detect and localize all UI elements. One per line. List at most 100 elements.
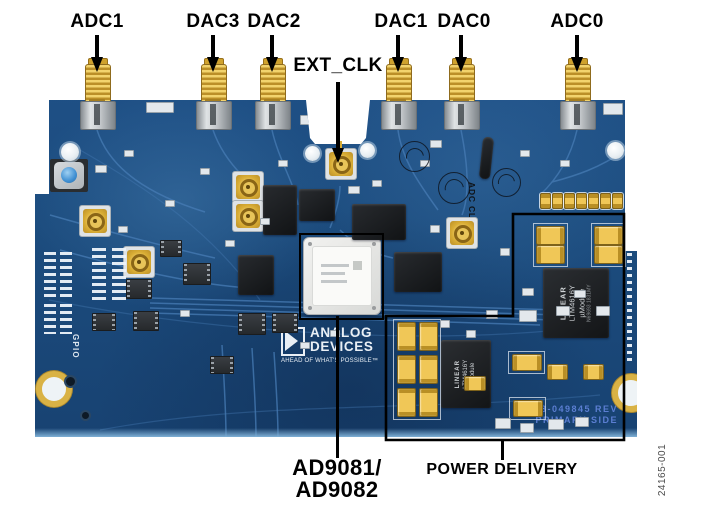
chip-label-line2: AD9082	[295, 477, 379, 502]
chip-logo-mark	[353, 261, 362, 270]
mounting-hole	[305, 146, 320, 161]
chip-label-line1: AD9081/	[292, 455, 382, 480]
ext-clk-pin	[338, 141, 342, 150]
smd-component	[300, 342, 310, 349]
smd-component	[146, 102, 174, 113]
chip-callout-line	[335, 316, 339, 458]
smd-component	[180, 310, 190, 317]
ic-chip	[183, 263, 211, 285]
mmcx-connector	[124, 247, 154, 277]
capacitor	[588, 193, 599, 209]
ic-chip	[92, 313, 116, 331]
stamp-mark	[399, 141, 430, 172]
gold-mounting-hole	[36, 371, 72, 407]
chip-marking	[321, 280, 347, 283]
callout-arrow-head	[454, 57, 467, 72]
smd-component	[520, 150, 530, 157]
ic-chip	[210, 356, 234, 374]
pad-array	[60, 252, 72, 300]
capacitor	[600, 193, 611, 209]
callout-arrow-head	[90, 57, 103, 72]
chip-callout-box	[299, 233, 384, 320]
stamp-mark	[492, 168, 521, 197]
callout-arrow-head	[391, 57, 404, 72]
pad-array	[92, 248, 106, 302]
chip-corner-dot	[372, 306, 376, 310]
chip-marking	[321, 272, 345, 275]
smd-component	[372, 180, 382, 187]
chip-corner-dot	[308, 306, 312, 310]
capacitor	[540, 193, 551, 209]
ic-chip	[160, 240, 182, 257]
smd-component	[330, 330, 340, 337]
callout-label-dac3: DAC3	[186, 11, 240, 32]
mmcx-connector	[233, 201, 263, 231]
adi-logo: ANALOG DEVICES AHEAD OF WHAT'S POSSIBLE™	[281, 325, 379, 368]
callout-label-ext-clk: EXT_CLK	[293, 55, 383, 76]
smd-component	[278, 160, 288, 167]
adi-tagline: AHEAD OF WHAT'S POSSIBLE™	[281, 358, 379, 364]
mmcx-connector	[80, 206, 110, 236]
figure-number: 24165-001	[657, 443, 668, 497]
smd-component	[200, 168, 210, 175]
callout-arrow-shaft	[575, 35, 579, 58]
callout-arrow-head	[570, 57, 583, 72]
callout-label-adc0: ADC0	[550, 11, 604, 32]
chip-callout-label: AD9081/ AD9082	[277, 457, 397, 501]
push-button-cap	[61, 167, 77, 183]
adi-logo-text-2: DEVICES	[310, 339, 374, 354]
smd-component	[124, 150, 134, 157]
callout-arrow-shaft	[211, 35, 215, 58]
ic-chip	[272, 313, 298, 333]
silkscreen-gpio: GPIO	[71, 334, 80, 359]
mmcx-connector	[233, 172, 263, 202]
callout-arrow-shaft	[459, 35, 463, 58]
mounting-hole	[61, 143, 79, 161]
ic-chip	[126, 279, 152, 299]
smd-component	[260, 218, 270, 225]
callout-arrow-shaft	[95, 35, 99, 58]
chip-corner-dot	[308, 242, 312, 246]
capacitor	[552, 193, 563, 209]
via-hole	[80, 410, 91, 421]
via-hole	[64, 375, 77, 388]
ad9081-chip	[303, 237, 381, 315]
callout-label-adc1: ADC1	[70, 11, 124, 32]
pad-array	[112, 248, 126, 302]
mounting-hole	[360, 143, 375, 158]
smd-component	[95, 165, 107, 173]
pad-array	[60, 304, 72, 334]
chip-corner-dot	[372, 242, 376, 246]
ic-chip	[133, 311, 159, 331]
capacitor	[564, 193, 575, 209]
callout-arrow-head	[265, 57, 278, 72]
ext-clk-arrow-head	[331, 148, 344, 163]
ic-chip	[238, 313, 266, 335]
callout-label-dac1: DAC1	[374, 11, 428, 32]
balun-chip	[299, 189, 335, 221]
callout-arrow-shaft	[396, 35, 400, 58]
stamp-mark	[438, 172, 470, 204]
power-callout-label: POWER DELIVERY	[426, 461, 578, 478]
ad9081-die	[312, 246, 372, 306]
adi-triangle-icon	[285, 331, 298, 351]
ext-clk-arrow-shaft	[336, 82, 340, 148]
smd-component	[118, 226, 128, 233]
smd-component	[165, 200, 175, 207]
callout-arrow-shaft	[270, 35, 274, 58]
adi-logo-text-1: ANALOG	[310, 325, 373, 340]
capacitor	[612, 193, 623, 209]
smd-component	[603, 103, 623, 115]
mounting-hole	[607, 142, 624, 159]
balun-chip	[263, 185, 297, 235]
pad-array	[44, 252, 56, 300]
balun-chip	[238, 255, 274, 295]
smd-component	[430, 140, 442, 148]
capacitor	[576, 193, 587, 209]
callout-label-dac2: DAC2	[247, 11, 301, 32]
power-callout-line	[500, 440, 504, 460]
chip-marking	[321, 264, 349, 267]
callout-label-dac0: DAC0	[437, 11, 491, 32]
pad-array	[44, 304, 56, 334]
